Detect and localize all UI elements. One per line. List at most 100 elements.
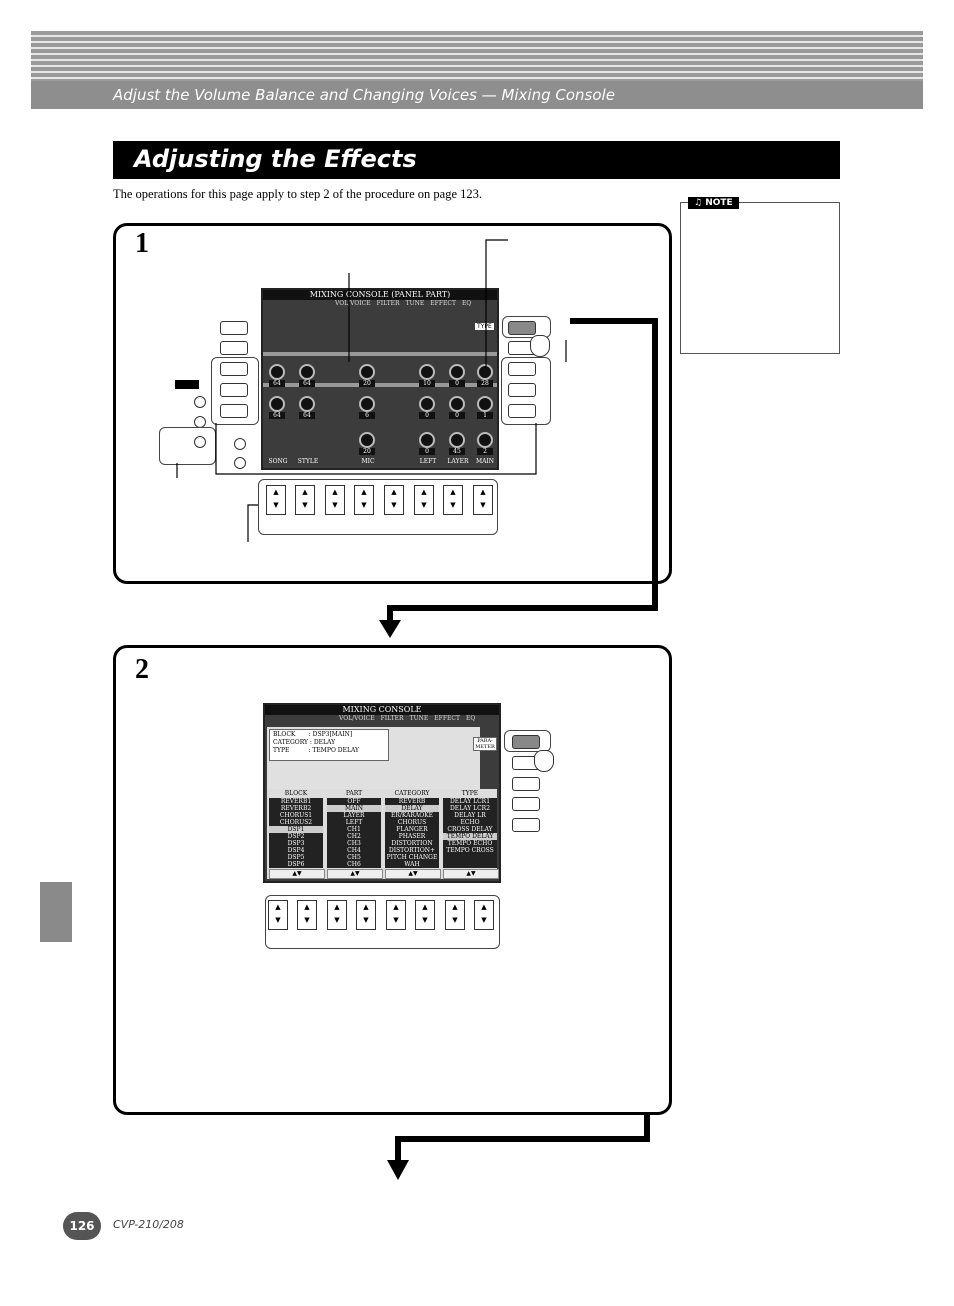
knob-layer-reverb[interactable]: 0 <box>449 364 465 387</box>
tab-tune[interactable]: TUNE <box>409 715 429 722</box>
list-item[interactable]: CH4 <box>347 847 361 854</box>
list-item[interactable]: WAH <box>404 861 420 868</box>
button-5-updown[interactable]: ▲▼ <box>386 900 406 930</box>
list-item[interactable]: TEMPO CROSS <box>446 847 494 854</box>
lcd-button-a[interactable] <box>220 321 248 335</box>
knob-layer-chorus[interactable]: 0 <box>449 396 465 419</box>
list-item[interactable]: DSP3 <box>287 840 305 847</box>
lcd-button-i[interactable] <box>512 797 540 811</box>
type-label: TYPE <box>475 323 494 330</box>
tab-effect[interactable]: EFFECT <box>434 715 460 722</box>
button-2-updown[interactable]: ▲▼ <box>297 900 317 930</box>
list-item[interactable]: ER/KARAOKE <box>390 812 434 819</box>
lcd-button-f-type[interactable] <box>508 321 536 335</box>
button-6-updown[interactable]: ▲▼ <box>415 900 435 930</box>
knob-mic-reverb[interactable]: 20 <box>359 364 375 387</box>
panel-button-3[interactable] <box>194 436 206 448</box>
lcd-button-d[interactable] <box>220 383 248 397</box>
list-item[interactable]: DISTORTION <box>391 840 433 847</box>
list-item[interactable]: CHORUS2 <box>279 819 313 826</box>
lcd-button-i[interactable] <box>508 383 536 397</box>
list-item[interactable]: OFF <box>347 798 361 805</box>
list-item[interactable]: DSP4 <box>287 847 305 854</box>
list-item[interactable]: TEMPO ECHO <box>447 840 493 847</box>
button-6-updown[interactable]: ▲▼ <box>414 485 434 515</box>
button-1-updown[interactable]: ▲▼ <box>266 485 286 515</box>
lcd-button-h[interactable] <box>512 777 540 791</box>
scroll-arrows-icon[interactable]: ▲▼ <box>443 869 499 879</box>
tab-vol-voice[interactable]: VOL/VOICE <box>339 715 375 722</box>
list-item[interactable]: CHORUS <box>397 819 427 826</box>
scroll-arrows-icon[interactable]: ▲▼ <box>327 869 383 879</box>
list-item[interactable]: DSP6 <box>287 861 305 868</box>
knob-mic-chorus[interactable]: 6 <box>359 396 375 419</box>
knob-song-chorus[interactable]: 64 <box>269 396 285 419</box>
list-item[interactable]: DELAY LCR1 <box>449 798 491 805</box>
tab-tune[interactable]: TUNE <box>405 300 425 307</box>
list-item[interactable]: CROSS DELAY <box>447 826 493 833</box>
list-item[interactable]: FLANGER <box>396 826 428 833</box>
knob-main-reverb[interactable]: 28 <box>477 364 493 387</box>
list-item[interactable]: REVERB2 <box>280 805 312 812</box>
tab-eq[interactable]: EQ <box>465 715 476 722</box>
list-item[interactable]: CH5 <box>347 854 361 861</box>
knob-song-reverb[interactable]: 64 <box>269 364 285 387</box>
knob-left-dsp[interactable]: 0 <box>419 432 435 455</box>
list-item[interactable]: DELAY LR <box>454 812 486 819</box>
list-item[interactable]: PHASER <box>398 833 426 840</box>
button-4-updown[interactable]: ▲▼ <box>356 900 376 930</box>
knob-style-chorus[interactable]: 64 <box>299 396 315 419</box>
button-7-updown[interactable]: ▲▼ <box>443 485 463 515</box>
button-8-updown[interactable]: ▲▼ <box>474 900 494 930</box>
scroll-arrows-icon[interactable]: ▲▼ <box>269 869 325 879</box>
tab-filter[interactable]: FILTER <box>380 715 404 722</box>
lcd-button-j[interactable] <box>508 404 536 418</box>
tab-effect[interactable]: EFFECT <box>430 300 456 307</box>
button-4-updown[interactable]: ▲▼ <box>354 485 374 515</box>
list-item[interactable]: CH2 <box>347 833 361 840</box>
list-item[interactable]: CH6 <box>347 861 361 868</box>
list-item[interactable]: CHORUS1 <box>279 812 313 819</box>
knob-main-dsp[interactable]: 2 <box>477 432 493 455</box>
list-item[interactable]: DISTORTION+ <box>388 847 436 854</box>
list-item[interactable]: CH1 <box>347 826 361 833</box>
list-item[interactable]: REVERB1 <box>280 798 312 805</box>
button-8-updown[interactable]: ▲▼ <box>473 485 493 515</box>
lcd-button-h[interactable] <box>508 362 536 376</box>
knob-left-reverb[interactable]: 10 <box>419 364 435 387</box>
knob-main-chorus[interactable]: 1 <box>477 396 493 419</box>
button-3-updown[interactable]: ▲▼ <box>325 485 345 515</box>
list-item[interactable]: DELAY <box>385 805 439 812</box>
tab-filter[interactable]: FILTER <box>376 300 400 307</box>
button-1-updown[interactable]: ▲▼ <box>268 900 288 930</box>
lcd-button-c[interactable] <box>220 362 248 376</box>
lcd-button-f-parameter[interactable] <box>512 735 540 749</box>
list-item[interactable]: CH3 <box>347 840 361 847</box>
knob-layer-dsp[interactable]: 45 <box>449 432 465 455</box>
list-item[interactable]: DSP2 <box>287 833 305 840</box>
list-item[interactable]: PITCH CHANGE <box>386 854 438 861</box>
button-5-updown[interactable]: ▲▼ <box>384 485 404 515</box>
knob-left-chorus[interactable]: 0 <box>419 396 435 419</box>
button-7-updown[interactable]: ▲▼ <box>445 900 465 930</box>
lcd-button-b[interactable] <box>220 341 248 355</box>
knob-style-reverb[interactable]: 64 <box>299 364 315 387</box>
list-item[interactable]: REVERB <box>398 798 426 805</box>
list-item[interactable]: LEFT <box>345 819 363 826</box>
tab-vol-voice[interactable]: VOL/VOICE <box>335 300 371 307</box>
list-item[interactable]: MAIN <box>327 805 381 812</box>
lcd-button-j[interactable] <box>512 818 540 832</box>
list-item[interactable]: DSP1 <box>269 826 323 833</box>
list-item[interactable]: DSP5 <box>287 854 305 861</box>
lcd-button-e[interactable] <box>220 404 248 418</box>
list-item[interactable]: TEMPO DELAY <box>443 833 497 840</box>
parameter-button-highlight <box>504 730 551 752</box>
knob-mic-dsp[interactable]: 20 <box>359 432 375 455</box>
button-3-updown[interactable]: ▲▼ <box>327 900 347 930</box>
list-item[interactable]: LAYER <box>343 812 365 819</box>
list-item[interactable]: DELAY LCR2 <box>449 805 491 812</box>
list-item[interactable]: ECHO <box>460 819 480 826</box>
scroll-arrows-icon[interactable]: ▲▼ <box>385 869 441 879</box>
button-2-updown[interactable]: ▲▼ <box>295 485 315 515</box>
tab-eq[interactable]: EQ <box>461 300 472 307</box>
